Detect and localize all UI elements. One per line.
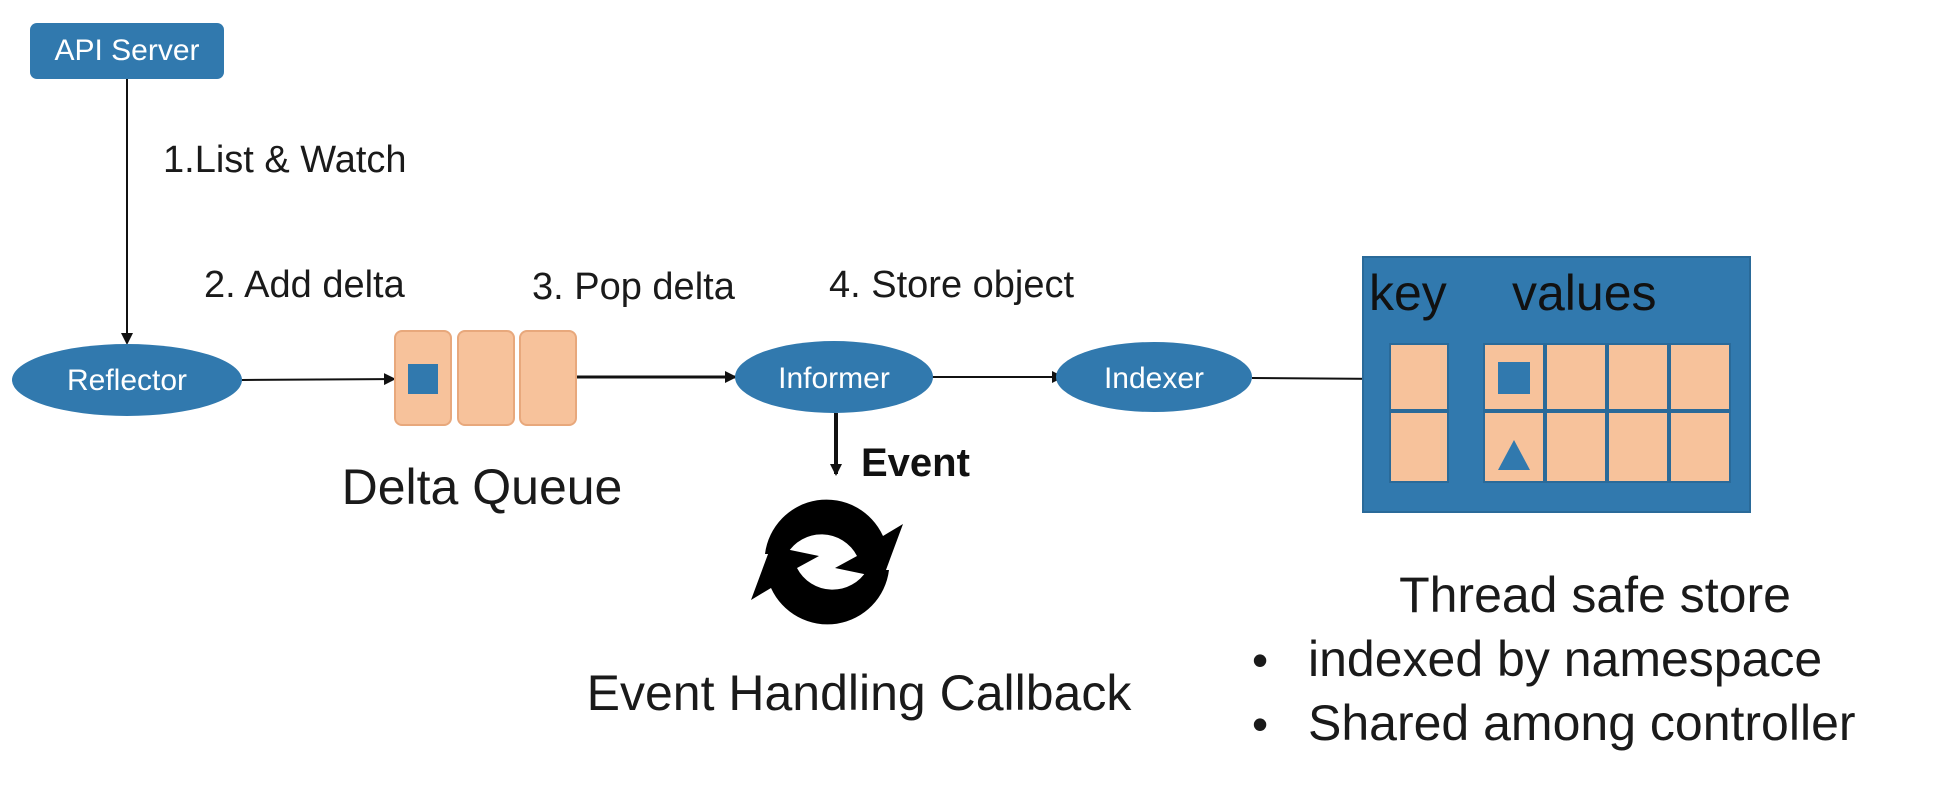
store-value-cell [1545,343,1607,411]
delta-queue-label: Delta Queue [342,459,623,515]
queue-item-square [408,364,438,394]
indexer-node: Indexer [1056,342,1252,412]
store-value-cell [1669,343,1731,411]
store-bullet: Shared among controller [1308,695,1856,751]
store-square-shape [1498,362,1530,394]
reflector-label: Reflector [67,364,187,397]
store-key-cell [1389,411,1449,483]
informer-label: Informer [778,362,890,395]
step-list-watch: 1.List & Watch [163,139,407,181]
step-store-object: 4. Store object [829,264,1074,306]
store-value-cell [1669,411,1731,483]
bullet-dot: • [1252,634,1268,686]
queue-slot [457,330,515,426]
event-callback-label: Event Handling Callback [587,665,1133,721]
store-title: Thread safe store [1399,567,1791,623]
queue-slot [519,330,577,426]
api-server-node: API Server [30,23,224,79]
delta-queue: Delta Queue [342,330,623,515]
sync-icon [751,499,903,625]
store-key-header: key [1369,265,1447,321]
api-server-label: API Server [54,34,199,67]
reflector-node: Reflector [12,344,242,416]
store-value-cell [1607,343,1669,411]
store-value-cell [1607,411,1669,483]
store-triangle-shape [1498,440,1530,470]
store-value-cell [1545,411,1607,483]
informer-node: Informer [735,341,933,413]
store-bullet: indexed by namespace [1308,631,1822,687]
store-key-cell [1389,343,1449,411]
indexer-label: Indexer [1104,362,1204,395]
step-pop-delta: 3. Pop delta [532,266,736,308]
event-label: Event [861,441,970,485]
step-add-delta: 2. Add delta [204,264,406,306]
thread-safe-store: key values [1362,256,1751,513]
arrow-reflector-to-queue [241,373,396,386]
store-values-header: values [1512,265,1657,321]
bullet-dot: • [1252,698,1268,750]
